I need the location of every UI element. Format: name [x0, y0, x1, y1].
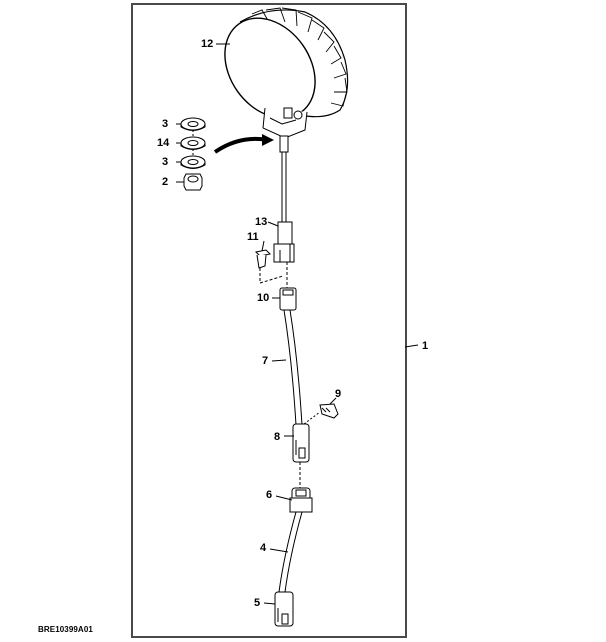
callout-5: 5: [254, 597, 261, 609]
connector-6-icon: [289, 487, 313, 513]
connector-13-icon: [273, 221, 295, 263]
connector-8-icon: [292, 423, 310, 463]
callout-7: 7: [262, 355, 269, 367]
lock-clip-11-icon: [254, 249, 272, 269]
callout-3-lower: 3: [162, 156, 169, 168]
connector-5-icon: [274, 591, 294, 627]
callout-14: 14: [157, 137, 170, 149]
callout-8: 8: [274, 431, 281, 443]
callout-3-upper: 3: [162, 118, 169, 130]
lock-clip-9-icon: [319, 403, 339, 419]
callout-2: 2: [162, 176, 169, 188]
work-light-icon: [224, 7, 349, 222]
assembly-bracket-frame: [131, 3, 407, 638]
figure-id-label: BRE10399A01: [38, 625, 93, 634]
washer-stack-icon: [180, 117, 206, 191]
callout-11: 11: [247, 231, 259, 243]
callout-6: 6: [266, 489, 273, 501]
arrow-icon: [213, 136, 269, 154]
connector-10-icon: [279, 287, 297, 311]
callout-13: 13: [255, 216, 268, 228]
callout-1: 1: [422, 340, 429, 352]
callout-12: 12: [201, 38, 214, 50]
callout-9: 9: [335, 388, 342, 400]
callout-4: 4: [260, 542, 267, 554]
callout-10: 10: [257, 292, 270, 304]
